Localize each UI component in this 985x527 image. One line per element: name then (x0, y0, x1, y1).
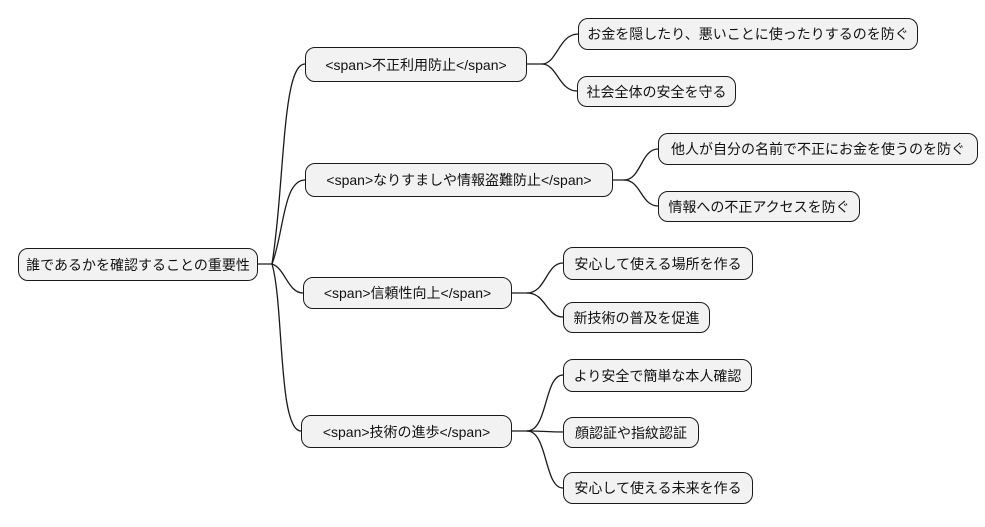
leaf-node-4-1: より安全で簡単な本人確認 (563, 359, 752, 392)
leaf-node-3-1: 安心して使える場所を作る (563, 247, 753, 280)
connector-branch3-leaf1 (526, 262, 564, 294)
connector-branch2-leaf2 (623, 179, 659, 207)
connector-branch4-leaf2 (526, 430, 564, 433)
leaf-node-4-2: 顔認証や指紋認証 (563, 417, 699, 448)
leaf-node-4-3: 安心して使える未来を作る (563, 472, 753, 504)
connector-root-branch1 (271, 63, 306, 265)
branch-node-2: <span>なりすましや情報盗難防止</span> (305, 163, 613, 197)
leaf-node-1-1: お金を隠したり、悪いことに使ったりするのを防ぐ (578, 18, 918, 50)
connector-branch1-leaf1 (541, 33, 579, 65)
connector-branch1-leaf2 (541, 63, 578, 92)
leaf-node-2-1: 他人が自分の名前で不正にお金を使うのを防ぐ (658, 133, 978, 165)
connector-branch4-leaf1 (526, 374, 564, 432)
connector-root-branch4 (271, 263, 302, 432)
leaf-node-3-2: 新技術の普及を促進 (563, 302, 710, 333)
leaf-node-2-2: 情報への不正アクセスを防ぐ (658, 191, 860, 222)
leaf-node-1-2: 社会全体の安全を守る (577, 76, 736, 107)
connector-branch3-leaf2 (526, 292, 564, 318)
root-node: 誰であるかを確認することの重要性 (18, 248, 258, 281)
connector-branch4-leaf3 (526, 430, 564, 489)
connector-branch2-leaf1 (623, 148, 659, 181)
branch-node-3: <span>信頼性向上</span> (303, 277, 512, 309)
connector-root-branch3 (271, 263, 304, 294)
branch-node-1: <span>不正利用防止</span> (305, 47, 527, 82)
connector-root-branch2 (271, 179, 306, 265)
branch-node-4: <span>技術の進歩</span> (301, 415, 512, 448)
